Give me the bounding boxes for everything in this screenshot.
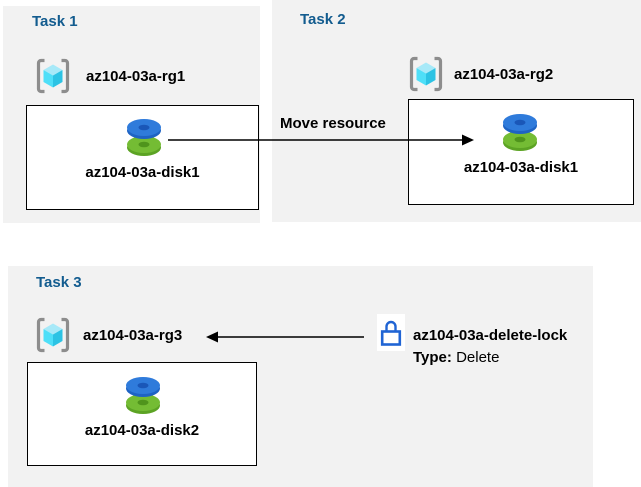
lock-name-label: az104-03a-delete-lock (413, 327, 568, 344)
task2-resource-box: az104-03a-disk1 (408, 99, 634, 205)
task1-disk-label: az104-03a-disk1 (85, 164, 200, 181)
disk-icon (503, 114, 537, 151)
task3-title: Task 3 (36, 274, 82, 291)
lock-type-line: Type: Delete (413, 347, 567, 369)
lock-type-key: Type: (413, 349, 452, 366)
task2-title: Task 2 (300, 11, 346, 28)
resource-group-icon (409, 56, 443, 92)
disk-icon (126, 377, 160, 414)
disk-icon (127, 119, 161, 156)
task1-panel: Task 1 az104-03a-rg1 az104-03a-disk1 (3, 6, 260, 223)
task3-disk-label: az104-03a-disk2 (84, 422, 200, 439)
task2-resource-group-label: az104-03a-rg2 (454, 66, 554, 83)
task2-panel: Task 2 az104-03a-rg2 az104-03a-disk1 (272, 0, 641, 222)
lock-annotation: az104-03a-delete-lock Type: Delete (413, 325, 567, 369)
task3-resource-group-label: az104-03a-rg3 (83, 327, 183, 344)
move-resource-arrow-label: Move resource (280, 115, 386, 132)
task1-resource-group-label: az104-03a-rg1 (86, 68, 186, 85)
lock-icon-background (377, 314, 405, 351)
lock-arrow (206, 331, 364, 343)
task3-panel: Task 3 az104-03a-rg3 az104-03a-disk2 (8, 266, 593, 487)
move-resource-arrow (168, 134, 474, 146)
resource-group-icon (36, 58, 70, 94)
task1-title: Task 1 (32, 13, 78, 30)
task1-resource-box: az104-03a-disk1 (26, 105, 259, 210)
task3-resource-box: az104-03a-disk2 (27, 362, 257, 466)
lock-icon (380, 320, 402, 346)
lock-type-value: Delete (456, 349, 500, 366)
resource-group-icon (36, 317, 70, 353)
task2-disk-label: az104-03a-disk1 (463, 159, 579, 176)
